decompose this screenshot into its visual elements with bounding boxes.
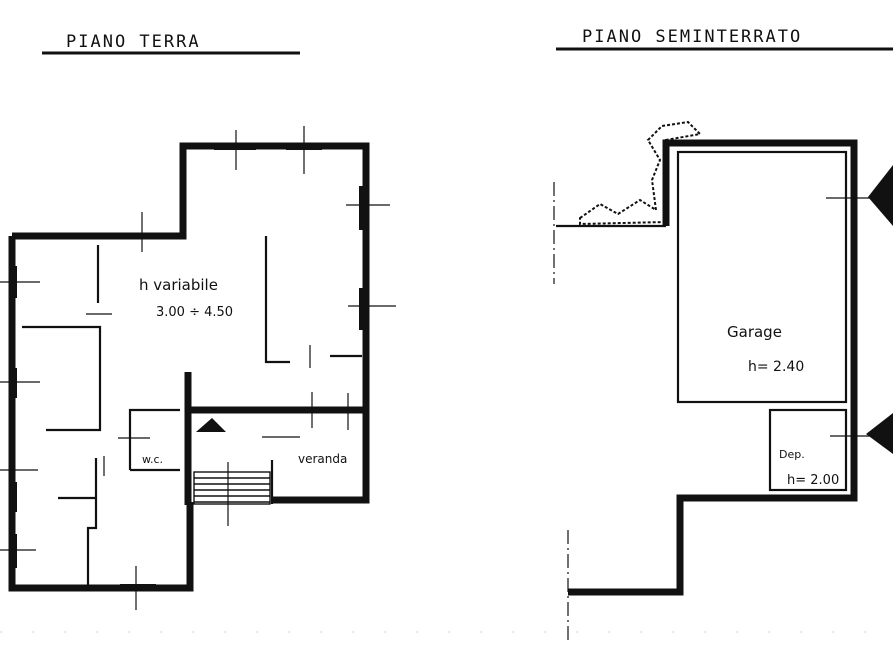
ground-floor-plan: h variabile 3.00 ÷ 4.50 w.c. veranda [0, 126, 396, 610]
window-marks [0, 126, 396, 610]
left-room-wall-3 [58, 458, 98, 585]
wc-label: w.c. [142, 453, 163, 466]
storage-label: Dep. [779, 448, 805, 461]
title-piano-terra: PIANO TERRA [66, 32, 201, 52]
garage-entrance-arrow-icon [868, 165, 893, 226]
main-room-partition [264, 236, 290, 364]
storage-height: h= 2.00 [787, 473, 839, 488]
main-room-height: 3.00 ÷ 4.50 [156, 305, 233, 320]
wc-room-wall [128, 408, 180, 472]
main-room-label: h variabile [139, 276, 218, 294]
storage-room [768, 408, 848, 492]
entrance-steps [193, 460, 274, 505]
title-piano-seminterrato: PIANO SEMINTERRATO [582, 27, 802, 47]
left-room-wall-1 [22, 325, 102, 432]
veranda-label: veranda [298, 452, 347, 466]
basement-plan: Garage h= 2.40 Dep. h= 2.00 [553, 120, 893, 640]
storage-entrance-arrow-icon [866, 413, 893, 454]
entrance-arrow-icon [196, 418, 226, 432]
garage-label: Garage [727, 323, 782, 341]
ground-floor-outer-wall [8, 142, 370, 592]
terrain-hatch [579, 120, 703, 226]
garage-room [676, 150, 848, 404]
garage-height: h= 2.40 [748, 359, 804, 375]
